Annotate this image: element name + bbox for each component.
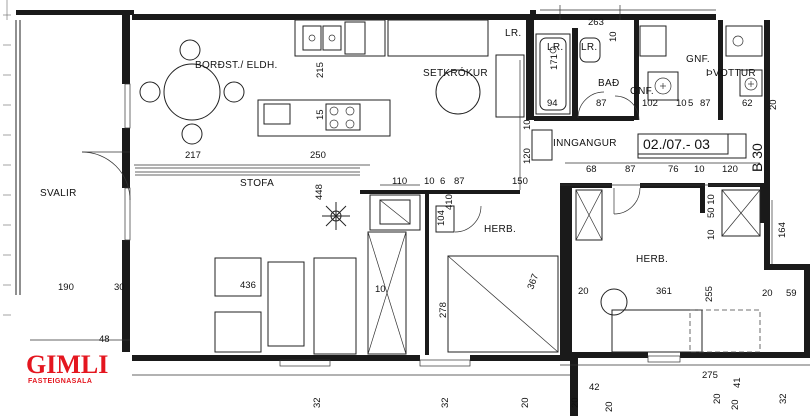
dim-215: 215: [315, 62, 326, 78]
wardrobes: [367, 189, 761, 355]
dim-76: 76: [668, 164, 679, 175]
room-sitting-nook: SETKRÓKUR: [423, 66, 488, 79]
room-lr-2: LR.: [547, 42, 563, 53]
dim-10g: 10: [375, 284, 386, 295]
dining-table: [139, 39, 245, 145]
dim-94: 94: [547, 98, 558, 109]
room-bedroom-1: HERB.: [484, 224, 516, 235]
dim-87d: 87: [454, 176, 465, 187]
dimension-lines: [30, 5, 810, 376]
dim-32c: 32: [778, 393, 789, 404]
dim-278: 278: [438, 302, 449, 318]
dim-120a: 120: [522, 148, 533, 164]
dim-68: 68: [586, 164, 597, 175]
dim-20a: 20: [768, 99, 779, 110]
dim-10e: 10: [424, 176, 435, 187]
stamp-date: 02./07.- 03: [643, 136, 710, 152]
windows: [124, 83, 681, 367]
room-entrance: INNGANGUR: [553, 138, 617, 149]
dim-30: 30: [114, 282, 125, 293]
interior-walls: [360, 20, 764, 355]
room-bedroom-2: HERB.: [636, 254, 668, 265]
logo-wordmark: GIMLI: [26, 350, 109, 379]
room-balcony: SVALIR: [40, 188, 77, 199]
dim-20c: 20: [762, 288, 773, 299]
dim-275: 275: [702, 370, 718, 381]
dim-250: 250: [310, 150, 326, 161]
dim-110: 110: [392, 176, 407, 187]
dim-59: 59: [786, 288, 797, 299]
dim-102: 102: [642, 98, 658, 109]
logo-subtitle: FASTEIGNASALA: [28, 378, 93, 385]
stamp: 02./07.- 03 B 30: [637, 133, 765, 172]
room-gnf-2: GNF.: [630, 86, 654, 97]
dim-5010: 50 10: [706, 194, 717, 218]
dim-150: 150: [512, 176, 528, 187]
dim-5: 5: [688, 98, 693, 109]
dim-62: 62: [742, 98, 753, 109]
dim-10c: 10: [608, 31, 619, 42]
dimension-labels: 263 215 217 250 15 120 10 171 94 87 102 …: [58, 17, 797, 412]
dim-120b: 120: [722, 164, 738, 175]
bed-1: [447, 255, 559, 353]
column-grid: [3, 0, 21, 316]
dim-20h: 20: [712, 393, 723, 404]
dim-32a: 32: [312, 397, 323, 408]
dim-263: 263: [588, 17, 604, 28]
dim-361: 361: [656, 286, 672, 297]
dim-87c: 87: [625, 164, 636, 175]
room-lr-1: LR.: [505, 28, 521, 39]
room-labels: BORÐST./ ELDH. SETKRÓKUR STOFA SVALIR IN…: [40, 28, 756, 265]
dim-20f: 20: [520, 397, 531, 408]
room-laundry: ÞVOTTUR: [706, 68, 756, 79]
room-lr-3: LR.: [581, 42, 597, 53]
room-gnf-1: GNF.: [686, 54, 710, 65]
dim-10a: 10: [522, 119, 533, 130]
dim-20g: 20: [604, 401, 615, 412]
dim-217: 217: [185, 150, 201, 161]
bath-fixtures: [535, 25, 763, 121]
room-bath: BAÐ: [598, 78, 619, 89]
dim-20d: 20: [570, 397, 581, 408]
room-dining-kitchen: BORÐST./ ELDH.: [195, 60, 278, 71]
dim-20b: 20: [578, 286, 589, 297]
dim-367: 367: [525, 272, 541, 291]
dim-171: 171: [549, 54, 560, 70]
dim-436: 436: [240, 280, 256, 291]
dim-10f: 10: [706, 229, 717, 240]
exterior-walls: [16, 10, 810, 416]
dim-10b: 10: [676, 98, 687, 109]
dim-15: 15: [315, 109, 326, 120]
dim-48: 48: [99, 334, 110, 345]
gimli-logo: GIMLI FASTEIGNASALA: [26, 352, 136, 392]
dim-10d: 10: [694, 164, 705, 175]
dim-164: 164: [777, 222, 788, 238]
dim-190: 190: [58, 282, 74, 293]
dim-41: 41: [732, 377, 743, 388]
dim-104: 104: [436, 210, 447, 226]
kitchen: [257, 19, 489, 137]
dim-42: 42: [589, 382, 600, 393]
dim-87a: 87: [596, 98, 607, 109]
room-living: STOFA: [240, 178, 274, 189]
dim-6: 6: [440, 176, 445, 187]
balcony-door: [81, 151, 131, 201]
dim-32b: 32: [440, 397, 451, 408]
dim-255: 255: [704, 286, 715, 302]
dim-448: 448: [314, 184, 325, 200]
bed-2: [600, 288, 761, 353]
dim-87b: 87: [700, 98, 711, 109]
light-symbol: [322, 202, 350, 230]
sitting-nook-furniture: [435, 54, 525, 118]
dim-20e: 20: [730, 399, 741, 410]
stamp-code: B 30: [749, 143, 765, 172]
dim-410: 410: [444, 194, 455, 210]
living-furniture: [135, 167, 360, 355]
